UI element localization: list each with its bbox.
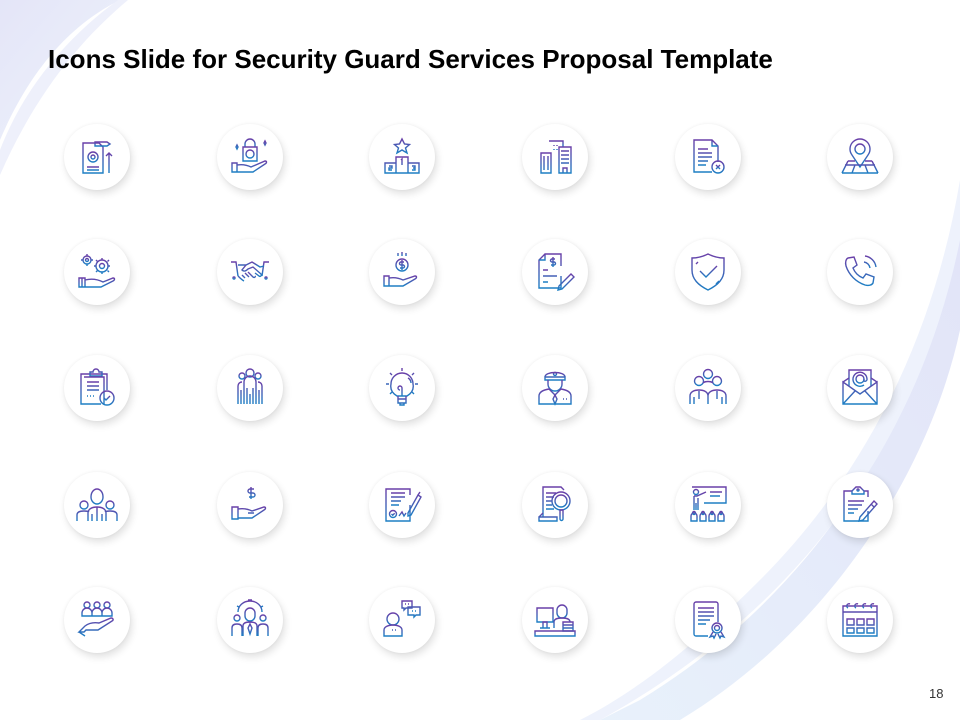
hand-gears-icon xyxy=(78,254,116,288)
icon-tile-lightbulb[interactable] xyxy=(369,355,435,421)
page-number: 18 xyxy=(929,686,944,701)
calendar-icon xyxy=(842,603,878,637)
presentation-training-icon xyxy=(690,486,727,522)
document-gear-pencil-icon xyxy=(82,141,113,174)
document-reject-icon xyxy=(693,139,725,174)
family-team-icon xyxy=(76,488,118,521)
page-title: Icons Slide for Security Guard Services … xyxy=(48,44,773,74)
hand-people-icon xyxy=(77,601,114,637)
lightbulb-icon xyxy=(386,368,418,406)
icon-tile-document-search[interactable] xyxy=(522,472,588,538)
hand-money-bag-icon xyxy=(231,138,268,173)
hand-dollar-icon xyxy=(231,487,267,520)
icon-tile-presentation-training[interactable] xyxy=(675,472,741,538)
icon-tile-phone-call[interactable] xyxy=(827,239,893,305)
security-guard-icon xyxy=(538,371,572,406)
icon-tile-hand-gears[interactable] xyxy=(64,239,130,305)
icon-tile-map-pin[interactable] xyxy=(827,124,893,190)
icon-tile-hand-coin[interactable] xyxy=(369,239,435,305)
icon-tile-document-gear[interactable] xyxy=(64,124,130,190)
icon-tile-signed-contract[interactable] xyxy=(369,472,435,538)
icon-tile-hand-dollar[interactable] xyxy=(217,472,283,538)
icon-tile-team-gear[interactable] xyxy=(217,587,283,653)
icon-tile-clipboard-check[interactable] xyxy=(64,355,130,421)
podium-star-icon xyxy=(384,137,420,174)
shield-check-icon xyxy=(691,253,725,291)
desk-worker-icon xyxy=(534,604,576,637)
certificate-icon xyxy=(693,601,726,640)
icon-tile-security-guard[interactable] xyxy=(522,355,588,421)
icon-tile-document-reject[interactable] xyxy=(675,124,741,190)
icon-tile-invoice-pencil[interactable] xyxy=(522,239,588,305)
map-pin-icon xyxy=(841,138,879,174)
person-chat-icon xyxy=(383,600,421,637)
document-search-icon xyxy=(538,486,571,522)
icon-tile-clipboard-edit[interactable] xyxy=(827,472,893,538)
icon-tile-business-team[interactable] xyxy=(675,355,741,421)
icon-tile-handshake[interactable] xyxy=(217,239,283,305)
clipboard-check-icon xyxy=(80,368,115,406)
icon-tile-group-people[interactable] xyxy=(217,355,283,421)
icon-tile-hand-people[interactable] xyxy=(64,587,130,653)
team-gear-icon xyxy=(231,599,269,637)
handshake-icon xyxy=(231,261,269,282)
email-envelope-icon xyxy=(842,369,878,405)
clipboard-edit-icon xyxy=(843,486,878,522)
icon-tile-hand-money-bag[interactable] xyxy=(217,124,283,190)
phone-call-icon xyxy=(844,255,877,287)
business-team-icon xyxy=(689,368,727,404)
icon-tile-calendar[interactable] xyxy=(827,587,893,653)
group-people-icon xyxy=(232,368,268,406)
hand-coin-icon xyxy=(383,252,418,287)
signed-contract-icon xyxy=(385,488,422,522)
icon-tile-shield-check[interactable] xyxy=(675,239,741,305)
icon-tile-desk-worker[interactable] xyxy=(522,587,588,653)
icon-tile-email-envelope[interactable] xyxy=(827,355,893,421)
icon-tile-family-team[interactable] xyxy=(64,472,130,538)
icon-tile-person-chat[interactable] xyxy=(369,587,435,653)
buildings-icon xyxy=(537,140,573,174)
icon-tile-podium-star[interactable] xyxy=(369,124,435,190)
icon-tile-certificate[interactable] xyxy=(675,587,741,653)
invoice-pencil-icon xyxy=(538,253,575,291)
icon-tile-buildings[interactable] xyxy=(522,124,588,190)
